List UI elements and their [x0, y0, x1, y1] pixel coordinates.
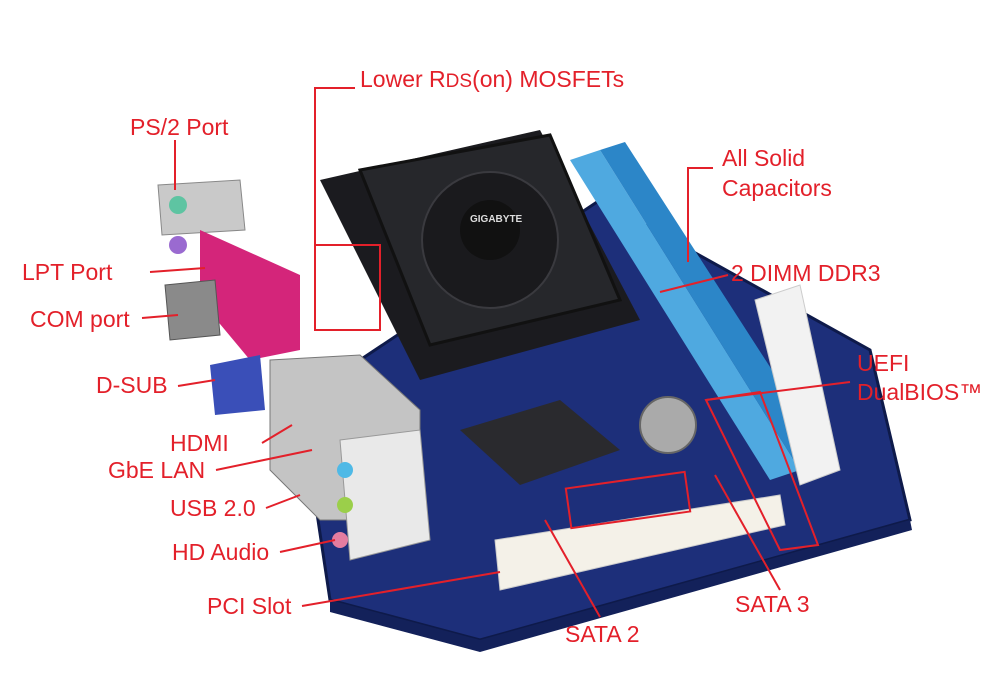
bios-battery [639, 396, 697, 454]
dimm-slot [600, 142, 830, 470]
label-mosfets-sub: DS [445, 71, 473, 92]
label-gbe-lan: GbE LAN [108, 457, 206, 483]
gigabyte-logo: GIGABYTE [470, 214, 523, 225]
label-mosfets-text: Lower R [360, 66, 446, 92]
dimm-slot [570, 150, 800, 480]
com-port [164, 279, 221, 341]
label-lpt-port: LPT Port [22, 259, 113, 285]
label-usb: USB 2.0 [170, 495, 256, 521]
audio-jacks [339, 429, 431, 561]
label-com-port: COM port [30, 306, 130, 332]
label-capacitors-1: All Solid [722, 145, 806, 171]
ps2-port [157, 179, 246, 236]
chipset-heatsink [460, 400, 620, 485]
label-hdmi: HDMI [170, 430, 229, 456]
label-hd-audio: HD Audio [172, 539, 270, 565]
label-uefi: UEFI [857, 350, 910, 376]
callout-lines [141, 87, 851, 618]
dsub-port [210, 355, 265, 415]
label-pci-slot: PCI Slot [207, 593, 292, 619]
pci-slot [494, 494, 786, 591]
label-sata3: SATA 3 [735, 591, 810, 617]
label-mosfets: Lower RDS(on) MOSFETs [360, 65, 624, 96]
label-dualbios: DualBIOS™ [857, 379, 983, 405]
label-dsub: D-SUB [96, 372, 168, 398]
label-sata2: SATA 2 [565, 621, 640, 647]
label-dimm: 2 DIMM DDR3 [731, 260, 881, 286]
atx-power-connector [754, 284, 841, 486]
label-mosfets-text-2: (on) MOSFETs [472, 66, 625, 92]
lpt-port [200, 230, 300, 360]
label-capacitors-2: Capacitors [722, 175, 832, 201]
label-ps2-port: PS/2 Port [130, 114, 229, 140]
